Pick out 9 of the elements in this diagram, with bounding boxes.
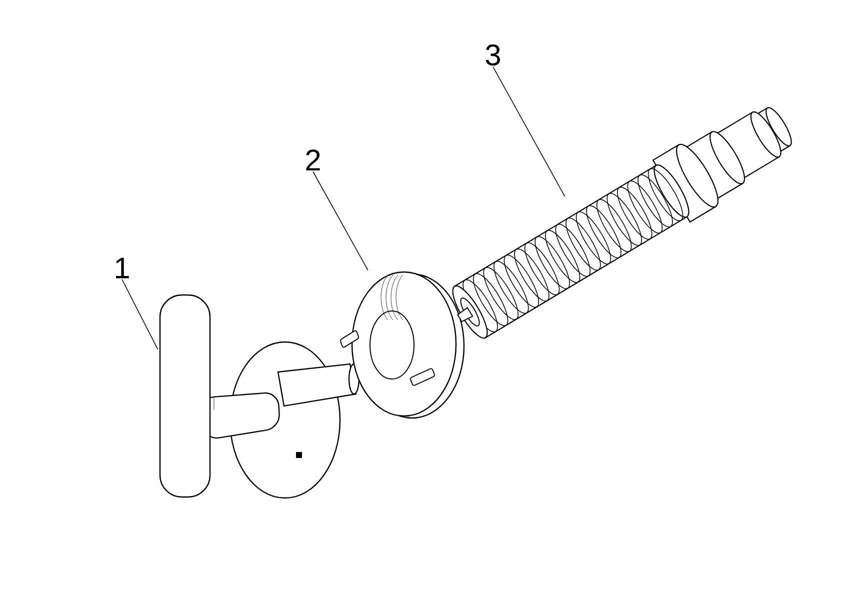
lever-handle-drawing [159, 294, 360, 499]
cartridge-drawing [452, 107, 792, 339]
rosette-drawing [340, 271, 465, 419]
leader-line [492, 66, 566, 197]
leader-line [122, 279, 158, 350]
callout-number: 3 [486, 44, 500, 66]
callout-number: 2 [306, 150, 320, 170]
callout-number: 1 [116, 258, 129, 278]
leader-line [312, 171, 368, 271]
